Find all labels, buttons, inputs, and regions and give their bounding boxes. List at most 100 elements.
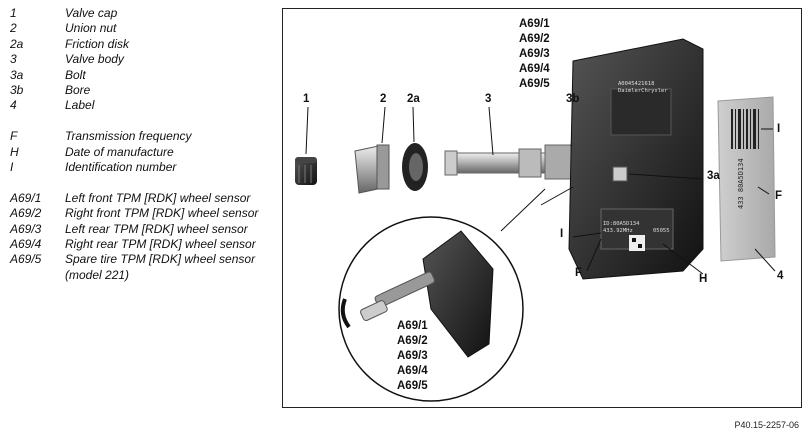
leader-line bbox=[757, 186, 770, 195]
legend-item: 2 Union nut bbox=[10, 21, 270, 36]
legend-value: Label bbox=[65, 98, 95, 113]
legend-value: Union nut bbox=[65, 21, 117, 36]
legend-key: 3a bbox=[10, 67, 24, 82]
legend-key: A69/4 bbox=[10, 237, 42, 252]
legend-value: Left front TPM [RDK] wheel sensor bbox=[65, 190, 251, 205]
legend-value: Transmission frequency bbox=[65, 129, 192, 144]
legend-value: Date of manufacture bbox=[65, 144, 174, 159]
model-label: A69/2 bbox=[519, 33, 550, 45]
legend-item: 1 Valve cap bbox=[10, 6, 270, 21]
sensor-brand: DaimlerChrysler bbox=[618, 88, 668, 94]
callout-2: 2 bbox=[380, 93, 387, 105]
callout-2a: 2a bbox=[407, 93, 420, 105]
legend-value: Left rear TPM [RDK] wheel sensor bbox=[65, 221, 248, 236]
leader-line bbox=[381, 106, 386, 144]
legend-item: 3 Valve body bbox=[10, 52, 270, 67]
leader-line bbox=[628, 173, 704, 180]
exploded-view-drawing: A0045421618 DaimlerChrysler 05055 ID:80A… bbox=[295, 38, 776, 402]
callout-I: I bbox=[560, 228, 564, 240]
callout-3a: 3a bbox=[707, 170, 720, 182]
legend-spacer bbox=[10, 114, 270, 129]
model-list-top: A69/1 A69/2 A69/3 A69/4 A69/5 bbox=[519, 17, 550, 92]
callout-H: H bbox=[699, 273, 708, 285]
legend-key: A69/3 bbox=[10, 221, 42, 236]
legend-item: F Transmission frequency bbox=[10, 129, 270, 144]
legend-value: Friction disk bbox=[65, 36, 130, 51]
model-label: A69/5 bbox=[519, 78, 550, 90]
model-label: A69/1 bbox=[397, 320, 428, 332]
sensor-part-number: A0045421618 bbox=[618, 81, 654, 87]
legend-key: A69/5 bbox=[10, 252, 42, 267]
callout-label-F: F bbox=[775, 190, 783, 202]
tpm-sensor-body: A0045421618 DaimlerChrysler 05055 ID:80A… bbox=[568, 38, 704, 280]
inset-magnifier bbox=[338, 216, 524, 402]
legend-key: I bbox=[10, 160, 14, 175]
model-list-inset: A69/1 A69/2 A69/3 A69/4 A69/5 bbox=[397, 319, 428, 394]
friction-disk bbox=[402, 143, 428, 191]
sensor-id: ID:80A5D134 bbox=[603, 221, 640, 227]
leader-line bbox=[662, 243, 704, 275]
legend-key: 3 bbox=[10, 52, 17, 67]
legend-key: 2 bbox=[10, 21, 17, 36]
legend-key: 4 bbox=[10, 98, 17, 113]
legend-item: I Identification number bbox=[10, 160, 270, 175]
model-label: A69/1 bbox=[519, 18, 550, 30]
legend-key: H bbox=[10, 144, 19, 159]
legend-item: A69/3 Left rear TPM [RDK] wheel sensor bbox=[10, 222, 270, 237]
legend-key: A69/1 bbox=[10, 190, 42, 205]
model-label: A69/3 bbox=[397, 350, 428, 362]
legend: 1 Valve cap 2 Union nut 2a Friction disk 3 V… bbox=[10, 6, 270, 283]
callout-F: F bbox=[575, 267, 583, 279]
legend-item: A69/4 Right rear TPM [RDK] wheel sensor bbox=[10, 237, 270, 252]
legend-value: Bolt bbox=[65, 67, 86, 82]
leader-line bbox=[488, 106, 494, 156]
valve-cap bbox=[295, 157, 317, 185]
sensor-frequency: 433.92MHz bbox=[603, 228, 633, 234]
legend-item: H Date of manufacture bbox=[10, 145, 270, 160]
valve-body bbox=[444, 144, 574, 180]
legend-key: 3b bbox=[10, 83, 24, 98]
callout-3b: 3b bbox=[566, 93, 580, 105]
legend-spacer bbox=[10, 175, 270, 190]
figure-caption: P40.15-2257-06 bbox=[734, 420, 799, 430]
legend-value: Right front TPM [RDK] wheel sensor bbox=[65, 206, 259, 221]
leader-line bbox=[586, 238, 602, 272]
legend-item: A69/1 Left front TPM [RDK] wheel sensor bbox=[10, 191, 270, 206]
legend-key: 1 bbox=[10, 6, 17, 20]
model-label: A69/2 bbox=[397, 335, 428, 347]
model-label: A69/5 bbox=[397, 380, 428, 392]
union-nut bbox=[354, 144, 390, 194]
inset-connector-line bbox=[500, 188, 546, 232]
legend-key: 2a bbox=[10, 36, 24, 51]
legend-item: A69/5 Spare tire TPM [RDK] wheel sensor (… bbox=[10, 252, 270, 283]
legend-item: 4 Label bbox=[10, 98, 270, 113]
label-number: 433 80A5D134 bbox=[737, 158, 745, 209]
model-label: A69/3 bbox=[519, 48, 550, 60]
model-label: A69/4 bbox=[519, 63, 550, 75]
callout-1: 1 bbox=[303, 93, 310, 105]
inset-connector-line bbox=[540, 186, 574, 206]
legend-key: A69/2 bbox=[10, 206, 42, 221]
callout-3: 3 bbox=[485, 93, 492, 105]
sensor-label: 433 80A5D134 bbox=[717, 96, 776, 262]
legend-value: Spare tire TPM [RDK] wheel sensor (model… bbox=[65, 252, 256, 282]
leader-line bbox=[412, 106, 415, 143]
legend-value: Bore bbox=[65, 83, 91, 98]
legend-item: A69/2 Right front TPM [RDK] wheel sensor bbox=[10, 206, 270, 221]
leader-line bbox=[305, 106, 309, 155]
legend-value: Right rear TPM [RDK] wheel sensor bbox=[65, 237, 256, 252]
callout-4: 4 bbox=[777, 270, 784, 282]
legend-key: F bbox=[10, 129, 18, 144]
exploded-view-figure: A0045421618 DaimlerChrysler 05055 ID:80A… bbox=[282, 8, 802, 408]
sensor-date-code: 05055 bbox=[653, 228, 670, 234]
callout-label-I: I bbox=[777, 123, 781, 135]
legend-value: Identification number bbox=[65, 160, 177, 175]
leader-line bbox=[754, 248, 776, 272]
legend-item: 3a Bolt bbox=[10, 68, 270, 83]
legend-value: Valve cap bbox=[65, 6, 118, 20]
legend-item: 3b Bore bbox=[10, 83, 270, 98]
leader-line bbox=[572, 232, 602, 238]
legend-item: 2a Friction disk bbox=[10, 37, 270, 52]
model-label: A69/4 bbox=[397, 365, 428, 377]
legend-value: Valve body bbox=[65, 52, 124, 67]
